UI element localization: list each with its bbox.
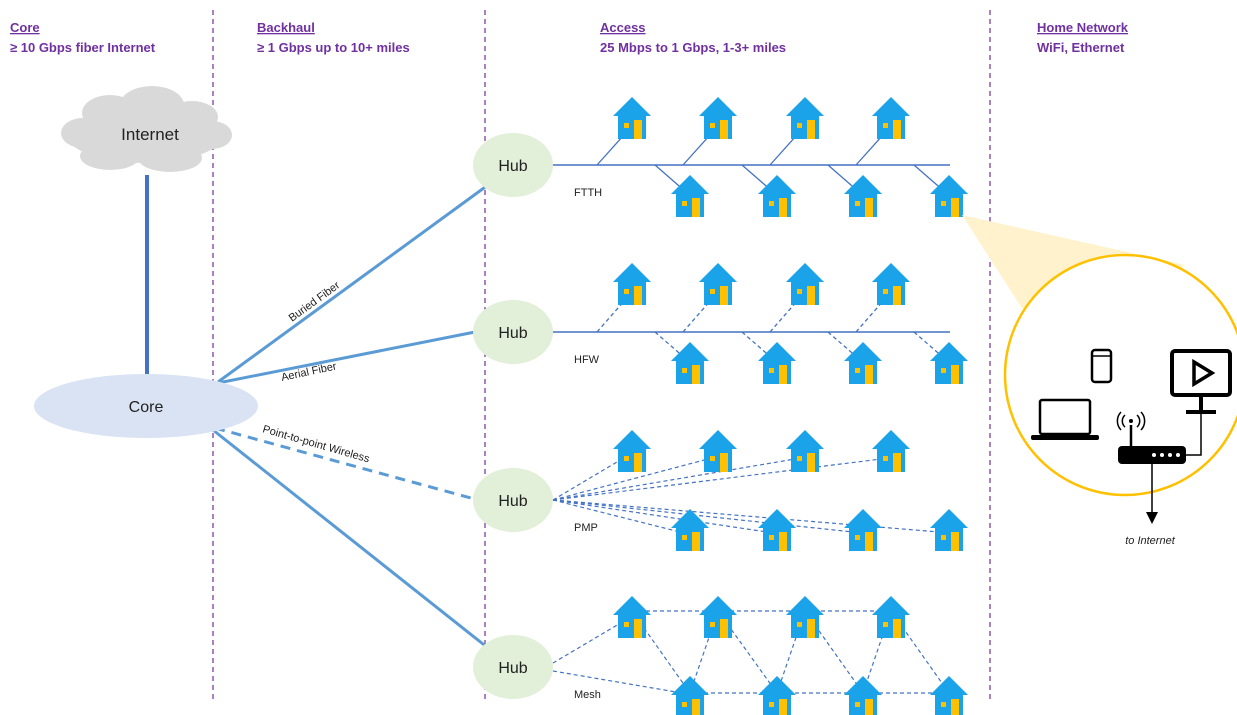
house-icon [786,97,824,139]
aerial-fiber-link [217,330,476,385]
house-icon [671,342,709,384]
internet-cloud: Internet [61,86,232,172]
core-column-title: Core [10,20,40,35]
pmp-wireless-link [552,458,796,501]
house-icon [844,175,882,217]
house-icon [930,342,968,384]
house-icon [872,97,910,139]
mesh-hub-link [552,620,625,664]
house-icon [844,509,882,551]
hfw-label: HFW [574,354,600,366]
column-headers: Core ≥ 10 Gbps fiber Internet Backhaul ≥… [10,20,1129,55]
column-dividers [212,10,991,700]
mesh-label: Mesh [574,689,601,701]
hub-node: Hub [473,300,553,364]
house-icon [699,596,737,638]
core-mesh-hub-link [212,428,489,650]
house-icon [872,596,910,638]
hub-label: Hub [498,325,527,342]
hub-node: Hub [473,635,553,699]
hub-node: Hub [473,133,553,197]
to-internet-label: to Internet [1125,535,1175,547]
house-icon [613,596,651,638]
phone-icon [1090,348,1113,384]
house-icon [844,676,882,715]
router-icon [1116,411,1186,464]
pmp-wireless-link [552,499,768,533]
house-icon [699,430,737,472]
core-label: Core [129,399,164,416]
house-icon [671,509,709,551]
backhaul-column-title: Backhaul [257,20,315,35]
wireless-label: Point-to-point Wireless [261,423,371,465]
house-icon [613,430,651,472]
house-icon [786,596,824,638]
house-icon [844,342,882,384]
buried-fiber-link [217,183,489,384]
house-icon [613,97,651,139]
house-icon [671,175,709,217]
house-icon [699,97,737,139]
house-icon [758,676,796,715]
hub-label: Hub [498,158,527,175]
pmp-wireless-link [552,458,882,501]
house-icon [786,430,824,472]
house-icon [872,430,910,472]
house-icon [613,263,651,305]
house-icon [872,263,910,305]
home-network-zoom: to Internet [962,215,1237,547]
hub-node: Hub [473,468,553,532]
house-icon [930,676,968,715]
pmp-wireless-link [552,499,854,533]
core-node: Core [34,374,258,438]
house-icon [758,509,796,551]
backhaul-column-subtitle: ≥ 1 Gbps up to 10+ miles [257,40,410,55]
house-icon [699,263,737,305]
backhaul-links [145,175,489,650]
internet-label: Internet [121,125,179,144]
pmp-wireless-link [552,458,709,501]
house-icon [786,263,824,305]
router-tv-cable [1186,412,1202,456]
access-column-subtitle: 25 Mbps to 1 Gbps, 1-3+ miles [600,40,786,55]
house-icon [758,175,796,217]
access-column-title: Access [600,20,646,35]
house-icon [671,676,709,715]
house-icon [930,509,968,551]
hub-label: Hub [498,493,527,510]
mesh-hub-link [552,670,683,694]
pmp-label: PMP [574,522,598,534]
house-icon [930,175,968,217]
wireless-link [214,426,479,502]
laptop-icon [1031,398,1099,440]
house-icon [758,342,796,384]
ftth-label: FTTH [574,187,602,199]
pmp-wireless-link [552,458,623,501]
pmp-wireless-link [552,499,681,533]
home-network-column-subtitle: WiFi, Ethernet [1037,40,1125,55]
home-network-column-title: Home Network [1037,20,1129,35]
hub-label: Hub [498,660,527,677]
core-column-subtitle: ≥ 10 Gbps fiber Internet [10,40,156,55]
buried-fiber-label: Buried Fiber [287,279,343,324]
